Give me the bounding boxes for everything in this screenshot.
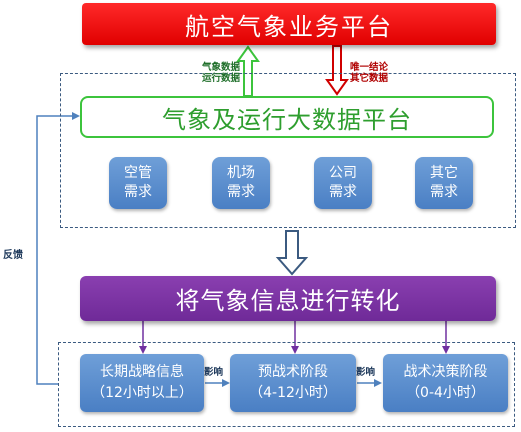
up-arrow-label: 气象数据 运行数据 [188, 62, 240, 84]
transform-banner: 将气象信息进行转化 [80, 276, 496, 321]
stage-box-pre-tactical: 预战术阶段 （4-12小时） [230, 354, 356, 412]
center-down-arrow [275, 230, 309, 276]
up-label-line1: 气象数据 [201, 62, 240, 73]
demand-box-other: 其它 需求 [415, 157, 473, 209]
demand-box-atc: 空管 需求 [109, 157, 167, 209]
demand-line2: 需求 [227, 184, 255, 200]
stage-line1: 预战术阶段 [258, 364, 328, 380]
stage-box-strategic: 长期战略信息 （12小时以上） [80, 354, 204, 412]
feedback-line [36, 112, 80, 385]
up-arrow [236, 45, 260, 97]
influence-label-2: 影响 [356, 367, 376, 378]
aviation-weather-platform-banner: 航空气象业务平台 [82, 3, 496, 45]
platform-frame [60, 73, 516, 228]
demand-box-airport: 机场 需求 [212, 157, 270, 209]
transform-title: 将气象信息进行转化 [175, 287, 401, 315]
down-arrow-label: 唯一结论 其它数据 [350, 62, 410, 84]
big-data-platform: 气象及运行大数据平台 [80, 96, 494, 138]
stage-line2: （12小时以上） [91, 385, 193, 401]
up-label-line2: 运行数据 [201, 73, 240, 84]
demand-line1: 机场 [227, 165, 255, 181]
demand-line2: 需求 [329, 184, 357, 200]
stage-line2: （0-4小时） [406, 385, 485, 401]
platform-title: 气象及运行大数据平台 [162, 105, 412, 134]
demand-line1: 其它 [430, 165, 458, 181]
stage-box-tactical: 战术决策阶段 （0-4小时） [383, 354, 508, 412]
top-banner-title: 航空气象业务平台 [185, 12, 393, 41]
down-label-line1: 唯一结论 [350, 62, 389, 73]
influence-label-1: 影响 [204, 367, 224, 378]
stage-line2: （4-12小时） [249, 385, 337, 401]
demand-line2: 需求 [124, 184, 152, 200]
feedback-label: 反馈 [3, 250, 23, 261]
down-arrow [325, 45, 349, 96]
stage-line1: 战术决策阶段 [403, 364, 488, 380]
demand-line1: 公司 [329, 165, 357, 181]
demand-line2: 需求 [430, 184, 458, 200]
demand-line1: 空管 [124, 165, 152, 181]
stages-frame [58, 342, 515, 427]
stage-line1: 长期战略信息 [100, 364, 184, 380]
demand-box-company: 公司 需求 [314, 157, 372, 209]
down-label-line2: 其它数据 [350, 73, 389, 84]
